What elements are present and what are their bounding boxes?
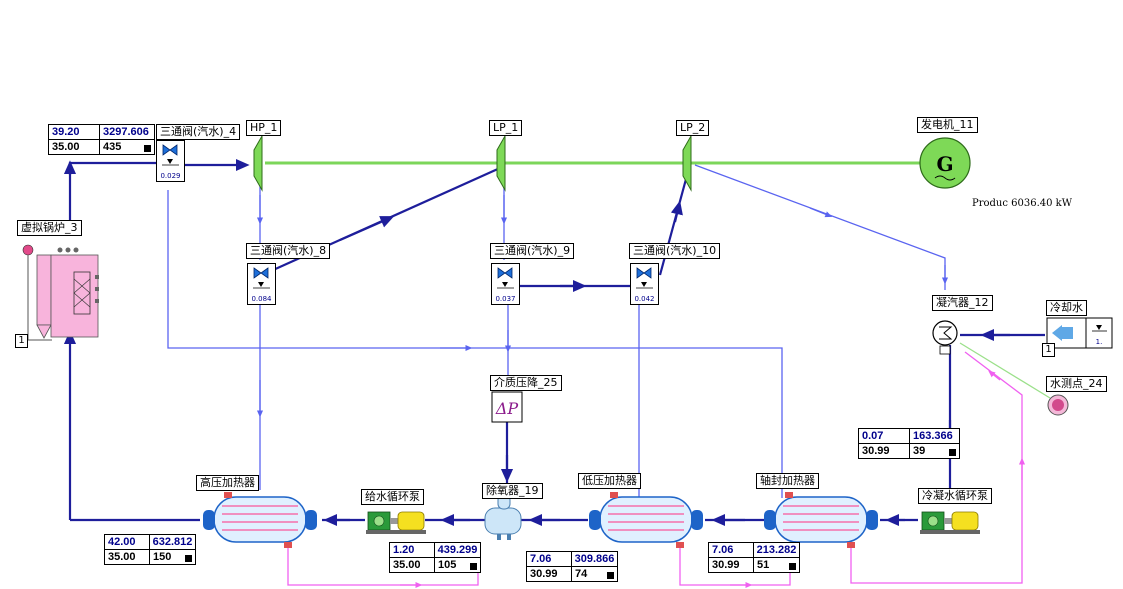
water-point-label[interactable]: 水测点_24 bbox=[1046, 376, 1107, 392]
condenser-label[interactable]: 凝汽器_12 bbox=[932, 295, 993, 311]
lp-heater-value-c: 30.99 bbox=[527, 567, 572, 581]
valve9-value: 0.037 bbox=[495, 295, 516, 303]
hp-turbine-icon bbox=[253, 134, 263, 192]
svg-text:G: G bbox=[936, 152, 953, 176]
condenser-value-b: 163.366 bbox=[913, 430, 953, 442]
seal-heater-value-c: 30.99 bbox=[709, 558, 754, 572]
cond-pump-label[interactable]: 冷凝水循环泵 bbox=[918, 488, 992, 504]
lp-heater-value-a: 7.06 bbox=[527, 552, 572, 566]
valve8-value: 0.084 bbox=[251, 295, 272, 303]
valve9-label[interactable]: 三通阀(汽水)_9 bbox=[490, 243, 575, 259]
lp-heater-value-b: 309.866 bbox=[574, 553, 615, 565]
cooling-valve-value: 1. bbox=[1096, 338, 1103, 346]
cooling-badge[interactable]: 1 bbox=[1042, 343, 1055, 357]
valve8-label[interactable]: 三通阀(汽水)_8 bbox=[246, 243, 331, 259]
hp-heater-value-d: 150 bbox=[153, 551, 172, 563]
hp-heater-box-marker bbox=[185, 555, 192, 562]
boiler-icon bbox=[22, 244, 99, 341]
production-readout: Produc 6036.40 kW bbox=[972, 198, 1073, 209]
feed-pump-icon bbox=[366, 511, 426, 534]
lp-heater-icon bbox=[589, 492, 703, 548]
cooling-water-icon bbox=[1046, 317, 1113, 349]
seal-heater-value-b: 213.282 bbox=[756, 544, 797, 556]
lp-heater-value-d: 74 bbox=[575, 568, 588, 580]
deaerator-box-marker bbox=[470, 563, 477, 570]
valve4-icon[interactable]: 0.029 bbox=[156, 140, 185, 182]
valve10-value: 0.042 bbox=[634, 295, 655, 303]
boiler-badge[interactable]: 1 bbox=[15, 334, 28, 348]
steam-value-a: 39.20 bbox=[49, 125, 100, 139]
water-point-icon bbox=[1047, 394, 1069, 416]
valve9-icon[interactable]: 0.037 bbox=[491, 263, 520, 305]
generator-icon: G bbox=[919, 137, 971, 189]
cooling-water-label[interactable]: 冷却水 bbox=[1046, 300, 1087, 316]
thin-pipes bbox=[167, 164, 949, 498]
lp2-turbine-icon bbox=[682, 134, 692, 192]
lp-heater-label[interactable]: 低压加热器 bbox=[578, 473, 641, 489]
seal-heater-icon bbox=[764, 492, 878, 548]
seal-heater-value-d: 51 bbox=[757, 559, 770, 571]
steam-value-c: 35.00 bbox=[49, 140, 100, 154]
cond-pump-icon bbox=[920, 511, 980, 534]
boiler-label[interactable]: 虚拟锅炉_3 bbox=[17, 220, 82, 236]
steam-value-b: 3297.606 bbox=[103, 126, 149, 138]
pressure-drop-label[interactable]: 介质压降_25 bbox=[490, 375, 562, 391]
hp-heater-value-c: 35.00 bbox=[105, 550, 150, 564]
generator-label[interactable]: 发电机_11 bbox=[917, 117, 978, 133]
hp-heater-value-a: 42.00 bbox=[105, 535, 150, 549]
hp-heater-label[interactable]: 高压加热器 bbox=[196, 475, 259, 491]
valve4-value: 0.029 bbox=[160, 172, 181, 180]
lp1-turbine-icon bbox=[496, 134, 506, 192]
seal-heater-value-a: 7.06 bbox=[709, 543, 754, 557]
deaerator-value-d: 105 bbox=[438, 559, 457, 571]
deaerator-value-a: 1.20 bbox=[390, 543, 435, 557]
hp1-label[interactable]: HP_1 bbox=[246, 120, 282, 136]
condenser-box-marker bbox=[949, 449, 956, 456]
deaerator-value-b: 439.299 bbox=[437, 544, 478, 556]
valve8-icon[interactable]: 0.084 bbox=[247, 263, 276, 305]
condenser-value-a: 0.07 bbox=[859, 429, 910, 443]
valve10-label[interactable]: 三通阀(汽水)_10 bbox=[629, 243, 721, 259]
lp2-label[interactable]: LP_2 bbox=[676, 120, 710, 136]
pressure-drop-icon bbox=[491, 391, 523, 423]
valve10-icon[interactable]: 0.042 bbox=[630, 263, 659, 305]
condenser-value-d: 39 bbox=[913, 445, 926, 457]
deaerator-value-c: 35.00 bbox=[390, 558, 435, 572]
feed-pump-label[interactable]: 给水循环泵 bbox=[361, 489, 424, 505]
steam-value-d: 435 bbox=[103, 141, 122, 153]
svg-text:ΔP: ΔP bbox=[495, 399, 519, 418]
condenser-value-c: 30.99 bbox=[859, 444, 910, 458]
seal-heater-label[interactable]: 轴封加热器 bbox=[756, 473, 819, 489]
steam-box-marker bbox=[144, 145, 151, 152]
water-point-signal bbox=[959, 342, 1051, 399]
seal-heater-box-marker bbox=[789, 563, 796, 570]
valve4-label[interactable]: 三通阀(汽水)_4 bbox=[156, 124, 241, 140]
lp-heater-box-marker bbox=[607, 572, 614, 579]
hp-heater-icon bbox=[203, 492, 317, 548]
deaerator-icon bbox=[484, 494, 522, 540]
main-pipes bbox=[63, 158, 1045, 527]
hp-heater-value-b: 632.812 bbox=[152, 536, 193, 548]
deaerator-label[interactable]: 除氧器_19 bbox=[482, 483, 543, 499]
lp1-label[interactable]: LP_1 bbox=[489, 120, 523, 136]
condenser-icon bbox=[932, 320, 958, 355]
